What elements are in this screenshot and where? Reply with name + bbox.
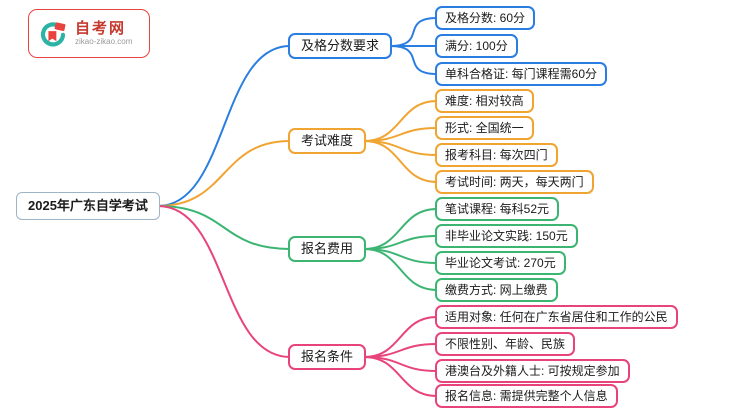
branch-node-passing-score: 及格分数要求: [288, 33, 393, 59]
leaf-node-registration-info: 报名信息: 需提供完整个人信息: [435, 384, 618, 408]
logo-text: 自考网 zikao-zikao.com: [75, 20, 132, 47]
leaf-node-exam-schedule: 考试时间: 两天，每天两门: [435, 170, 594, 194]
logo-icon: [40, 21, 66, 46]
branch-node-difficulty: 考试难度: [288, 128, 367, 154]
leaf-node-full-score: 满分: 100分: [435, 34, 518, 58]
leaf-node-pass-score: 及格分数: 60分: [435, 6, 536, 30]
leaf-node-subjects-per-sitting: 报考科目: 每次四门: [435, 143, 558, 167]
leaf-node-no-restrictions: 不限性别、年龄、民族: [435, 332, 576, 356]
leaf-node-written-course-fee: 笔试课程: 每科52元: [435, 197, 560, 221]
leaf-node-eligible-persons: 适用对象: 任何在广东省居住和工作的公民: [435, 305, 678, 329]
leaf-node-practice-fee: 非毕业论文实践: 150元: [435, 224, 578, 248]
leaf-node-exam-format: 形式: 全国统一: [435, 116, 534, 140]
logo-title: 自考网: [75, 20, 127, 37]
leaf-node-thesis-exam-fee: 毕业论文考试: 270元: [435, 251, 566, 275]
logo-subtitle: zikao-zikao.com: [75, 37, 133, 46]
leaf-node-single-subject-cert: 单科合格证: 每门课程需60分: [435, 62, 608, 86]
branch-node-fees: 报名费用: [288, 236, 367, 262]
site-logo: 自考网 zikao-zikao.com: [28, 9, 150, 58]
leaf-node-difficulty-level: 难度: 相对较高: [435, 89, 534, 113]
leaf-node-hk-mo-tw-foreigners: 港澳台及外籍人士: 可按规定参加: [435, 359, 630, 383]
root-node: 2025年广东自学考试: [16, 192, 160, 220]
branch-node-requirements: 报名条件: [288, 344, 367, 370]
leaf-node-payment-method: 缴费方式: 网上缴费: [435, 278, 558, 302]
